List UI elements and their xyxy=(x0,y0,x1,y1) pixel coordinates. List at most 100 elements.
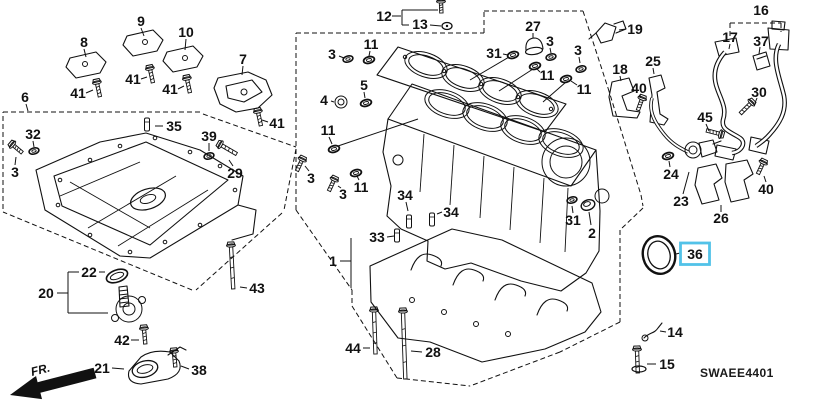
part-label-31[interactable]: 31 xyxy=(486,45,509,61)
part-label-41[interactable]: 41 xyxy=(261,115,285,131)
svg-text:17: 17 xyxy=(722,29,738,45)
svg-text:41: 41 xyxy=(70,85,86,101)
part-label-33[interactable]: 33 xyxy=(369,229,395,245)
svg-text:38: 38 xyxy=(191,362,207,378)
part-label-17[interactable]: 17 xyxy=(722,29,738,50)
part-label-15[interactable]: 15 xyxy=(647,356,675,372)
svg-text:15: 15 xyxy=(659,356,675,372)
part-label-11[interactable]: 11 xyxy=(570,80,592,97)
part-label-5[interactable]: 5 xyxy=(360,77,368,99)
washer-icon xyxy=(203,152,215,160)
group-boundaries xyxy=(2,10,782,387)
part-label-40[interactable]: 40 xyxy=(631,80,647,99)
washer-icon xyxy=(545,53,557,61)
part-label-29[interactable]: 29 xyxy=(227,159,243,181)
svg-text:11: 11 xyxy=(540,67,555,83)
part-label-11[interactable]: 11 xyxy=(536,67,555,83)
diagram-artwork xyxy=(7,0,790,385)
part-label-43[interactable]: 43 xyxy=(239,280,265,296)
part-label-40[interactable]: 40 xyxy=(758,175,774,197)
part-label-39[interactable]: 39 xyxy=(201,128,217,151)
part-label-38[interactable]: 38 xyxy=(180,362,207,378)
bolt-icon xyxy=(436,0,446,14)
part-label-36[interactable]: 36 xyxy=(675,241,711,266)
diagram-code: SWAEE4401 xyxy=(700,366,774,380)
part-label-26[interactable]: 26 xyxy=(713,205,729,226)
part-label-9[interactable]: 9 xyxy=(137,13,145,37)
part-label-24[interactable]: 24 xyxy=(663,160,679,182)
part-label-3[interactable]: 3 xyxy=(546,33,554,54)
oring-icon xyxy=(327,144,341,154)
part-label-41[interactable]: 41 xyxy=(70,85,94,101)
svg-text:40: 40 xyxy=(758,181,774,197)
part-label-41[interactable]: 41 xyxy=(125,71,148,87)
part-label-37[interactable]: 37 xyxy=(753,33,769,55)
part-label-22[interactable]: 22 xyxy=(81,264,105,280)
part-label-3[interactable]: 3 xyxy=(574,42,582,64)
svg-text:36: 36 xyxy=(687,246,703,262)
part-label-6[interactable]: 6 xyxy=(21,89,29,112)
bolt-icon xyxy=(294,154,307,173)
part-label-11[interactable]: 11 xyxy=(364,36,379,57)
part-label-23[interactable]: 23 xyxy=(673,171,690,209)
svg-text:41: 41 xyxy=(162,81,178,97)
part-label-11[interactable]: 11 xyxy=(354,175,369,195)
part-label-21[interactable]: 21 xyxy=(94,360,125,376)
part-label-8[interactable]: 8 xyxy=(80,34,88,58)
part-label-31[interactable]: 31 xyxy=(565,205,581,228)
svg-text:7: 7 xyxy=(239,51,247,67)
part-label-2[interactable]: 2 xyxy=(588,211,596,241)
svg-text:2: 2 xyxy=(588,225,596,241)
part-label-30[interactable]: 30 xyxy=(751,84,767,104)
bolt-icon xyxy=(369,306,379,355)
part-label-1[interactable]: 1 xyxy=(329,253,337,269)
part-label-28[interactable]: 28 xyxy=(410,344,441,360)
part-label-19[interactable]: 19 xyxy=(618,21,643,37)
part-label-12[interactable]: 12 xyxy=(376,8,401,24)
fr-label: FR. xyxy=(29,361,51,379)
part-label-45[interactable]: 45 xyxy=(697,109,713,132)
svg-text:26: 26 xyxy=(713,210,729,226)
part-label-7[interactable]: 7 xyxy=(239,51,247,76)
part-label-32[interactable]: 32 xyxy=(25,126,41,148)
part-label-44[interactable]: 44 xyxy=(345,340,370,356)
svg-text:23: 23 xyxy=(673,193,689,209)
part-label-10[interactable]: 10 xyxy=(178,24,194,51)
part-label-20[interactable]: 20 xyxy=(38,285,54,301)
part-label-25[interactable]: 25 xyxy=(645,53,661,75)
svg-text:33: 33 xyxy=(369,229,385,245)
svg-text:11: 11 xyxy=(364,36,379,52)
svg-text:5: 5 xyxy=(360,77,368,93)
bolt-icon xyxy=(169,347,179,368)
bolt-icon xyxy=(738,97,757,116)
svg-text:22: 22 xyxy=(81,264,97,280)
part-label-16[interactable]: 16 xyxy=(753,2,769,18)
part-label-42[interactable]: 42 xyxy=(114,332,139,348)
bolt-icon xyxy=(215,139,239,157)
svg-text:12: 12 xyxy=(376,8,392,24)
part-label-4[interactable]: 4 xyxy=(320,92,335,108)
part-label-3[interactable]: 3 xyxy=(328,46,345,62)
svg-text:30: 30 xyxy=(751,84,767,100)
svg-text:27: 27 xyxy=(525,18,541,34)
oring-icon xyxy=(559,74,573,84)
bolt-icon xyxy=(398,307,408,380)
part-label-35[interactable]: 35 xyxy=(155,118,182,134)
part-label-18[interactable]: 18 xyxy=(612,61,628,82)
part-label-14[interactable]: 14 xyxy=(659,324,683,340)
part-label-27[interactable]: 27 xyxy=(525,18,541,38)
svg-text:18: 18 xyxy=(612,61,628,77)
part-label-11[interactable]: 11 xyxy=(321,122,336,145)
part-label-41[interactable]: 41 xyxy=(162,81,185,97)
part-label-3[interactable]: 3 xyxy=(304,165,315,186)
bolt-icon xyxy=(226,241,236,290)
part-label-3[interactable]: 3 xyxy=(337,185,347,202)
oring-icon xyxy=(362,55,376,65)
part-label-13[interactable]: 13 xyxy=(412,16,442,32)
part-label-34[interactable]: 34 xyxy=(397,187,413,212)
svg-text:3: 3 xyxy=(11,164,19,180)
highlight-box xyxy=(679,241,711,266)
part-label-34[interactable]: 34 xyxy=(436,204,459,220)
part-label-3[interactable]: 3 xyxy=(11,156,19,180)
fr-arrow-icon xyxy=(10,367,97,400)
